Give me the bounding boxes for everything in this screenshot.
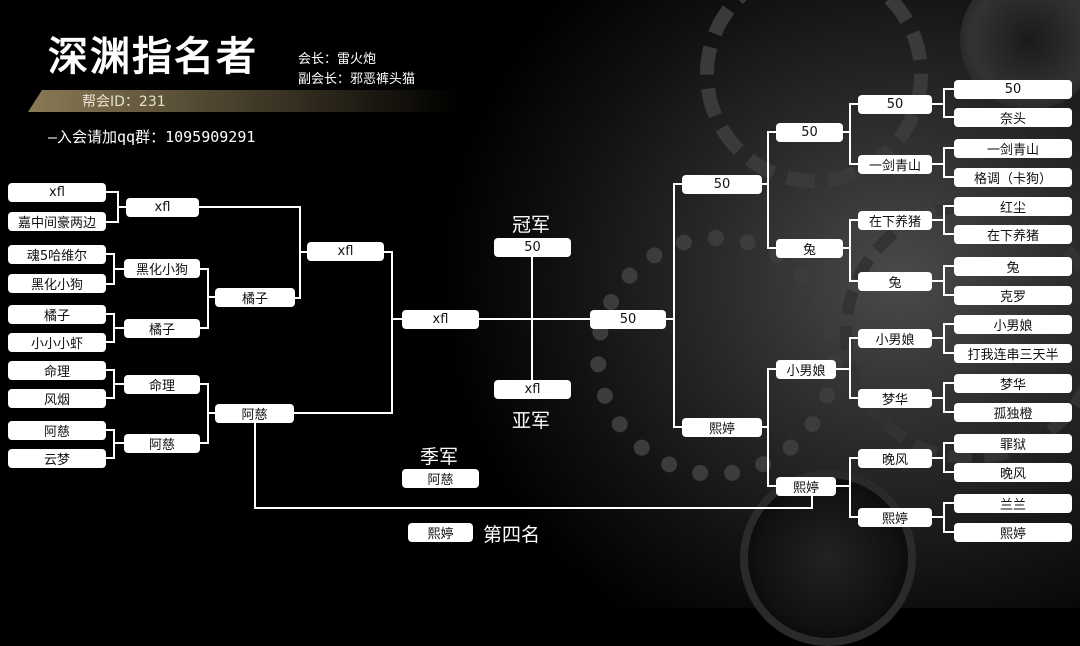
right-r1-slot-14: 晚风 — [954, 463, 1072, 482]
right-r3-slot-2: 兔 — [776, 239, 843, 258]
runner-up-label: 亚军 — [512, 406, 550, 433]
left-r1-slot-2: 嘉中间豪两边 — [8, 212, 106, 231]
right-r1-slot-10: 打我连串三天半 — [954, 344, 1072, 363]
right-r1-slot-1: 50 — [954, 80, 1072, 99]
left-r4-slot-1: xfl — [402, 310, 479, 329]
left-r1-slot-4: 黑化小狗 — [8, 274, 106, 293]
left-r2-slot-5: 阿慈 — [124, 434, 200, 453]
right-r2-slot-5: 小男娘 — [858, 329, 932, 348]
right-r1-slot-12: 孤独橙 — [954, 403, 1072, 422]
right-r2-slot-3: 在下养猪 — [858, 211, 932, 230]
right-r1-slot-9: 小男娘 — [954, 315, 1072, 334]
third-place-label: 季军 — [420, 442, 458, 469]
right-r2-slot-2: 一剑青山 — [858, 155, 932, 174]
runner-up-box: xfl — [494, 380, 571, 399]
left-r2-slot-2: 黑化小狗 — [124, 259, 200, 278]
right-r2-slot-6: 梦华 — [858, 389, 932, 408]
left-r2-slot-4: 命理 — [124, 375, 200, 394]
right-r1-slot-3: 一剑青山 — [954, 139, 1072, 158]
left-r3-slot-1: xfl — [307, 242, 384, 261]
right-r1-slot-15: 兰兰 — [954, 494, 1072, 513]
right-r2-slot-7: 晚风 — [858, 449, 932, 468]
left-r1-slot-8: 风烟 — [8, 389, 106, 408]
left-r1-slot-6: 小小小虾 — [8, 333, 106, 352]
right-r2-slot-1: 50 — [858, 95, 932, 114]
right-r4-slot-1: 50 — [682, 175, 762, 194]
third-place-box: 阿慈 — [402, 469, 479, 488]
right-r3-slot-1: 50 — [776, 123, 843, 142]
champion-label: 冠军 — [512, 210, 550, 237]
left-r2-slot-3: 橘子 — [124, 319, 200, 338]
fourth-place-label: 第四名 — [483, 520, 540, 547]
right-r2-slot-4: 兔 — [858, 272, 932, 291]
right-r1-slot-13: 罪狱 — [954, 434, 1072, 453]
left-r2-slot-1: xfl — [126, 198, 199, 217]
left-r1-slot-3: 魂5哈维尔 — [8, 245, 106, 264]
left-r1-slot-10: 云梦 — [8, 449, 106, 468]
fourth-place-box: 熙婷 — [408, 523, 473, 542]
right-r4-slot-2: 熙婷 — [682, 418, 762, 437]
right-r1-slot-5: 红尘 — [954, 197, 1072, 216]
right-r1-slot-16: 熙婷 — [954, 523, 1072, 542]
left-r1-slot-1: xfl — [8, 183, 106, 202]
left-r1-slot-9: 阿慈 — [8, 421, 106, 440]
left-r1-slot-7: 命理 — [8, 361, 106, 380]
right-r1-slot-2: 奈头 — [954, 108, 1072, 127]
right-r1-slot-7: 兔 — [954, 257, 1072, 276]
left-r3-slot-2: 橘子 — [215, 288, 295, 307]
right-r1-slot-6: 在下养猪 — [954, 225, 1072, 244]
right-r2-slot-8: 熙婷 — [858, 508, 932, 527]
left-r1-slot-5: 橘子 — [8, 305, 106, 324]
right-r1-slot-11: 梦华 — [954, 374, 1072, 393]
right-r3-slot-3: 小男娘 — [776, 360, 836, 379]
right-r1-slot-4: 格调（卡狗） — [954, 168, 1072, 187]
right-r3-slot-4: 熙婷 — [776, 477, 836, 496]
final-right-box: 50 — [590, 310, 666, 329]
left-r3-slot-3: 阿慈 — [215, 404, 294, 423]
champion-box: 50 — [494, 238, 571, 257]
right-r1-slot-8: 克罗 — [954, 286, 1072, 305]
